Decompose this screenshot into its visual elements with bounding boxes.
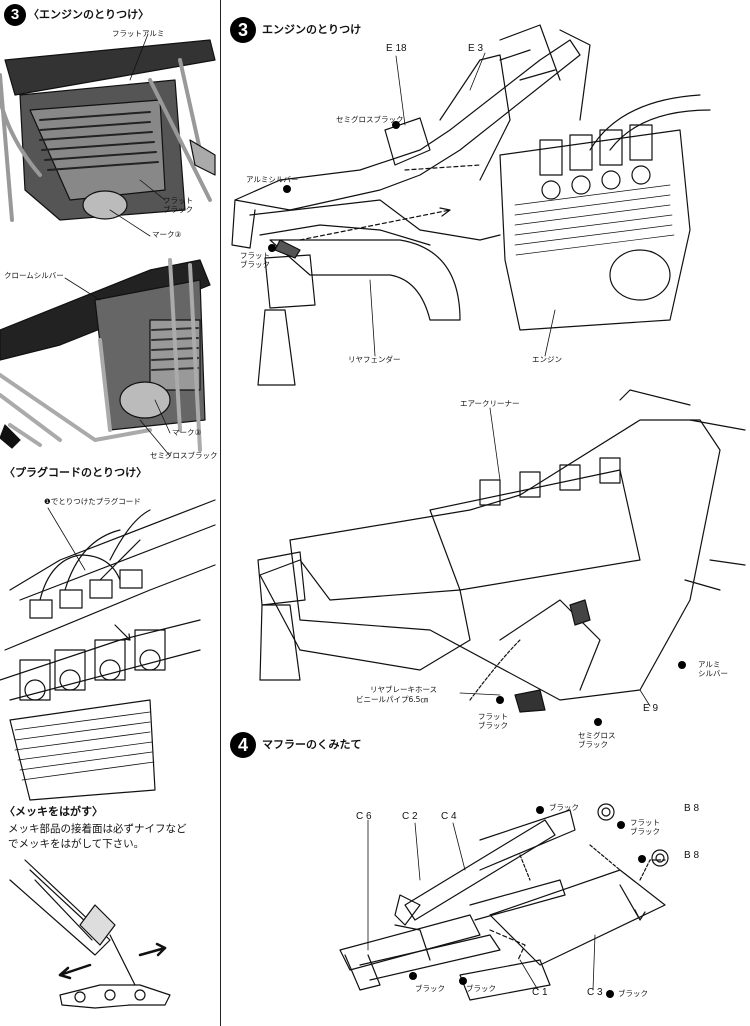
part-label-c6: C 6 — [356, 811, 372, 822]
plating-instruction-line-2: でメッキをはがして下さい。 — [8, 838, 145, 850]
plating-instruction-line-1: メッキ部品の接着面は必ずナイフなど — [8, 823, 187, 835]
plating-heading: 〈メッキをはがす〉 — [4, 805, 103, 818]
engine-photo-1 — [0, 30, 218, 230]
part-label-c1: C 1 — [532, 987, 548, 998]
callout-flat-aluminum: フラットアルミ — [112, 29, 165, 38]
callout-semigloss-black-right: セミグロスブラック — [336, 115, 404, 124]
plug-cord-heading: 〈プラグコードのとりつけ〉 — [4, 466, 148, 479]
callout-mark3-upper: マーク③ — [152, 230, 182, 239]
part-label-e3: E 3 — [468, 43, 484, 54]
callout-black-bottom-mid: ブラック — [466, 984, 496, 993]
callout-engine: エンジン — [532, 355, 562, 364]
callout-chrome-silver: クロームシルバー — [4, 271, 64, 280]
callout-aluminum-silver-lower: アルミ シルバー — [698, 660, 728, 678]
frame-engine-exploded-diagram — [231, 24, 711, 386]
plug-cord-diagram — [0, 499, 216, 801]
step-number-badge-right: 3 — [230, 17, 256, 43]
engine-photo-2 — [0, 258, 211, 452]
part-label-c2: C 2 — [402, 811, 418, 822]
callout-black-top: ブラック — [549, 803, 579, 812]
part-label-c3: C 3 — [587, 987, 603, 998]
callout-vinyl-pipe: ビニールパイプ6.5㎝ — [356, 695, 428, 704]
frame-assembled-diagram — [257, 389, 746, 713]
callout-mark3-lower: マーク③ — [172, 428, 202, 437]
muffler-assembly-diagram — [339, 803, 669, 1001]
engine-install-heading-left: 〈エンジンのとりつけ〉 — [28, 8, 150, 21]
knife-plating-diagram — [9, 859, 171, 1009]
part-label-b8-bottom: B 8 — [684, 850, 700, 861]
column-divider — [220, 0, 221, 1026]
callout-plug-cord: ❶でとりつけたプラグコード — [44, 497, 141, 506]
callout-flat-black-lower: フラット ブラック — [478, 712, 508, 730]
part-label-e18: E 18 — [386, 43, 407, 54]
callout-brake-hose: リヤブレーキホース — [370, 685, 438, 694]
callout-flat-black-right: フラット ブラック — [240, 251, 270, 269]
part-label-e9: E 9 — [643, 703, 659, 714]
callout-semigloss-black-left: セミグロスブラック — [150, 451, 218, 460]
muffler-assembly-heading: マフラーのくみたて — [262, 738, 362, 751]
engine-install-heading-right: エンジンのとりつけ — [262, 23, 362, 36]
paint-indicator-dots — [268, 121, 686, 998]
callout-black-bottom-left: ブラック — [415, 984, 445, 993]
step-number-badge-left: 3 — [4, 4, 26, 26]
step-number-badge-muffler: 4 — [230, 732, 256, 758]
part-label-b8-top: B 8 — [684, 803, 700, 814]
callout-aluminum-silver: アルミシルバー — [246, 175, 299, 184]
callout-flat-black-muffler: フラット ブラック — [630, 818, 660, 836]
callout-flat-black-left: フラット ブラック — [163, 196, 193, 214]
callout-rear-fender: リヤフェンダー — [348, 355, 401, 364]
leader-lines — [64, 33, 651, 991]
callout-black-c3: ブラック — [618, 989, 648, 998]
part-label-c4: C 4 — [441, 811, 457, 822]
callout-semigloss-black-lower: セミグロス ブラック — [578, 731, 616, 749]
callout-air-cleaner: エアークリーナー — [460, 399, 520, 408]
